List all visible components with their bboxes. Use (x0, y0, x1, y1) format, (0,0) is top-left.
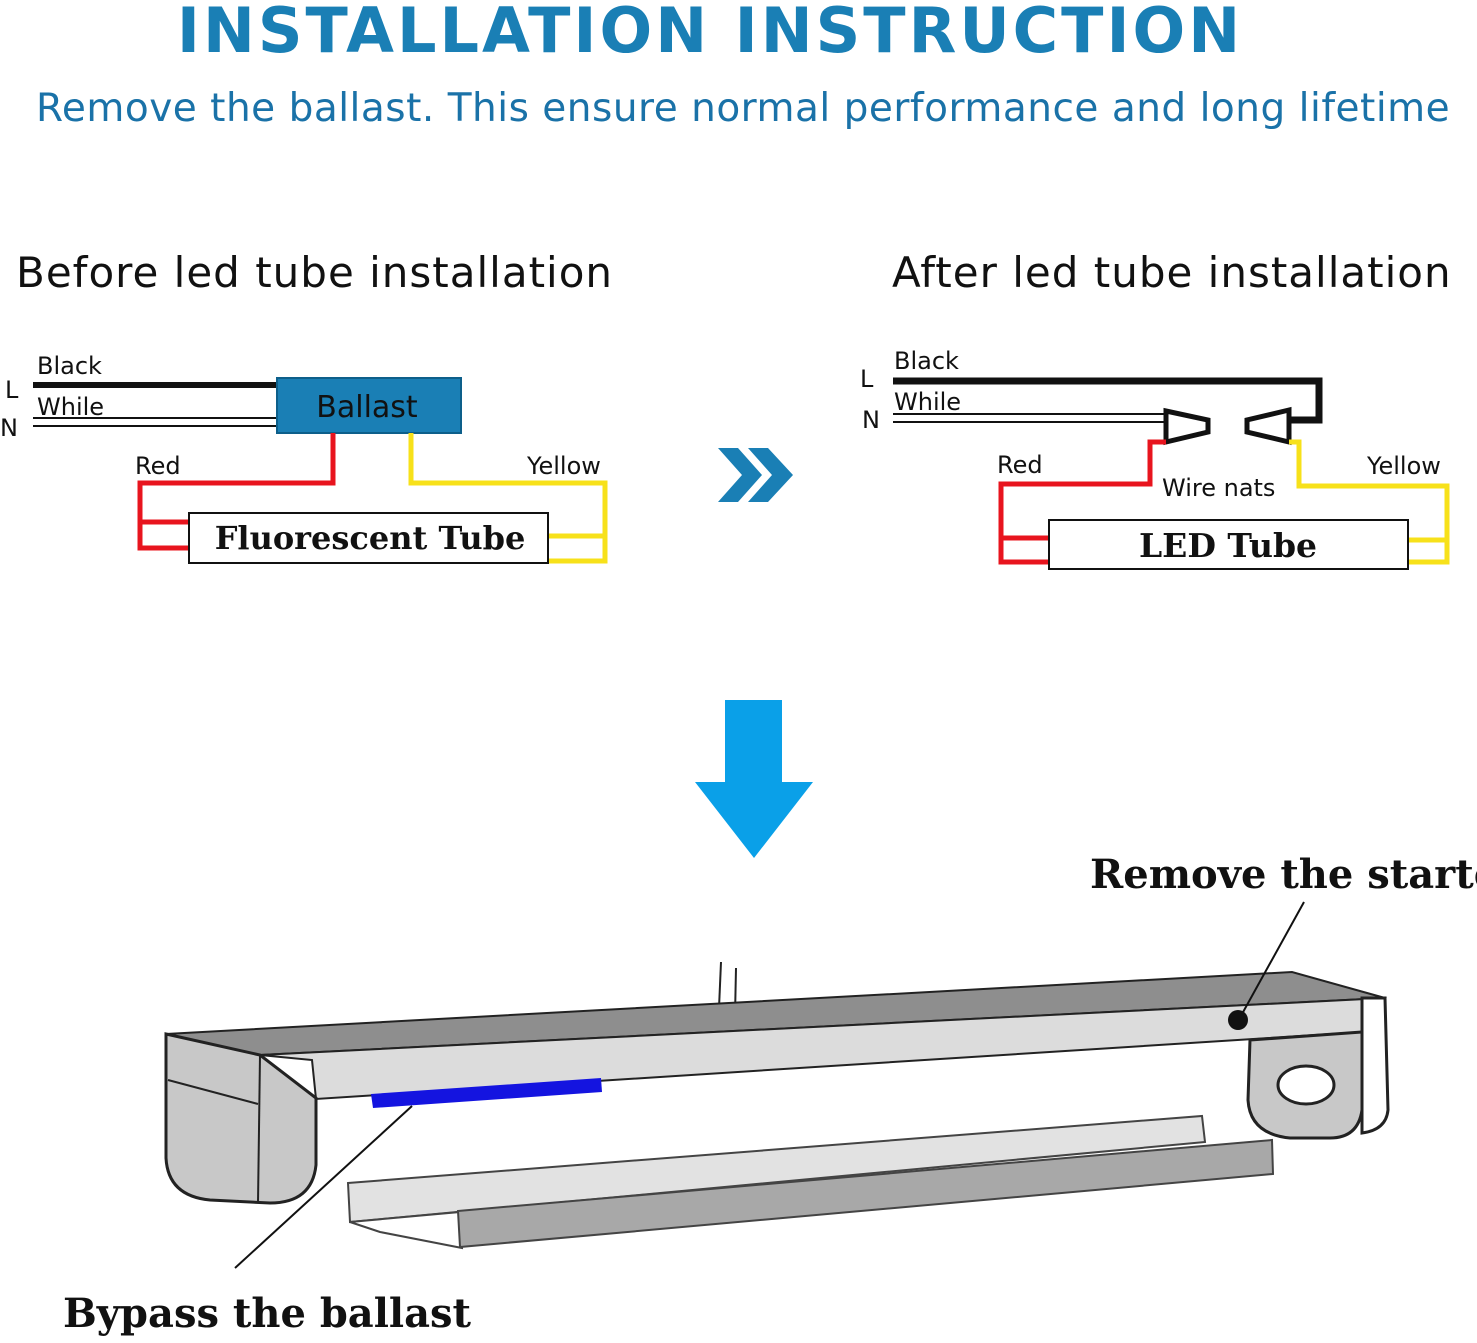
ballast-marker (371, 1078, 602, 1108)
arrow-down-icon (695, 700, 813, 858)
before-red-wire-label: Red (135, 452, 181, 480)
before-wiring-diagram: L N Black While Ballast Red Yellow Fluor… (0, 352, 608, 564)
after-black-wire (893, 377, 1323, 424)
before-yellow-wire (408, 433, 608, 564)
starter-callout-label: Remove the starter (1090, 851, 1477, 898)
starter-callout-line (1241, 901, 1305, 1015)
after-red-wire (998, 439, 1166, 565)
before-black-wire (33, 382, 278, 388)
page-subtitle: Remove the ballast. This ensure normal p… (36, 86, 1451, 131)
wire-nut-right (1244, 406, 1292, 446)
before-yellow-wire-label: Yellow (526, 452, 601, 480)
after-wiring-diagram: L N Black While Red Wire nats Yellow LED… (860, 347, 1450, 570)
after-heading: After led tube installation (892, 248, 1452, 297)
left-end-cap-edge (257, 1054, 261, 1204)
fixture-front (259, 996, 1387, 1101)
after-neutral-label: N (862, 406, 880, 434)
cover-panel-lip (349, 1210, 464, 1250)
fixture-illustration: Remove the starter Bypass the ballast (63, 851, 1477, 1337)
before-white-wire-label: While (37, 393, 104, 421)
led-tube-label: LED Tube (1139, 526, 1317, 565)
left-end-cap-seam (167, 1079, 259, 1105)
after-line-label: L (860, 365, 874, 393)
ballast-callout-label: Bypass the ballast (63, 1290, 472, 1337)
ballast-callout-line (234, 1105, 413, 1269)
right-end-plate (1360, 996, 1390, 1135)
fluorescent-tube-label: Fluorescent Tube (215, 519, 526, 557)
cover-panel-back (346, 1114, 1207, 1224)
left-end-cap (164, 1032, 318, 1205)
lamp-socket-hole (1276, 1064, 1336, 1106)
ballast-box (276, 377, 462, 434)
wire-nuts-label: Wire nats (1162, 474, 1275, 502)
hanger-mark (718, 961, 722, 1009)
cover-panel-front (456, 1138, 1275, 1249)
before-neutral-label: N (0, 414, 18, 442)
led-tube (1048, 519, 1409, 570)
fluorescent-tube (188, 512, 549, 564)
after-yellow-wire-label: Yellow (1366, 452, 1441, 480)
before-heading: Before led tube installation (16, 248, 614, 297)
after-yellow-wire (1289, 439, 1450, 565)
wire-nut-left (1163, 407, 1211, 446)
page-title: INSTALLATION INSTRUCTION (176, 0, 1244, 67)
after-white-wire-label: While (894, 388, 961, 416)
after-black-wire-label: Black (894, 347, 959, 375)
before-red-wire (137, 433, 336, 551)
before-black-wire-label: Black (37, 352, 102, 380)
after-red-wire-label: Red (997, 451, 1043, 479)
ballast-label: Ballast (316, 390, 418, 425)
before-line-label: L (5, 376, 19, 404)
double-chevron-right-icon (718, 448, 793, 502)
starter-dot (1228, 1010, 1248, 1030)
